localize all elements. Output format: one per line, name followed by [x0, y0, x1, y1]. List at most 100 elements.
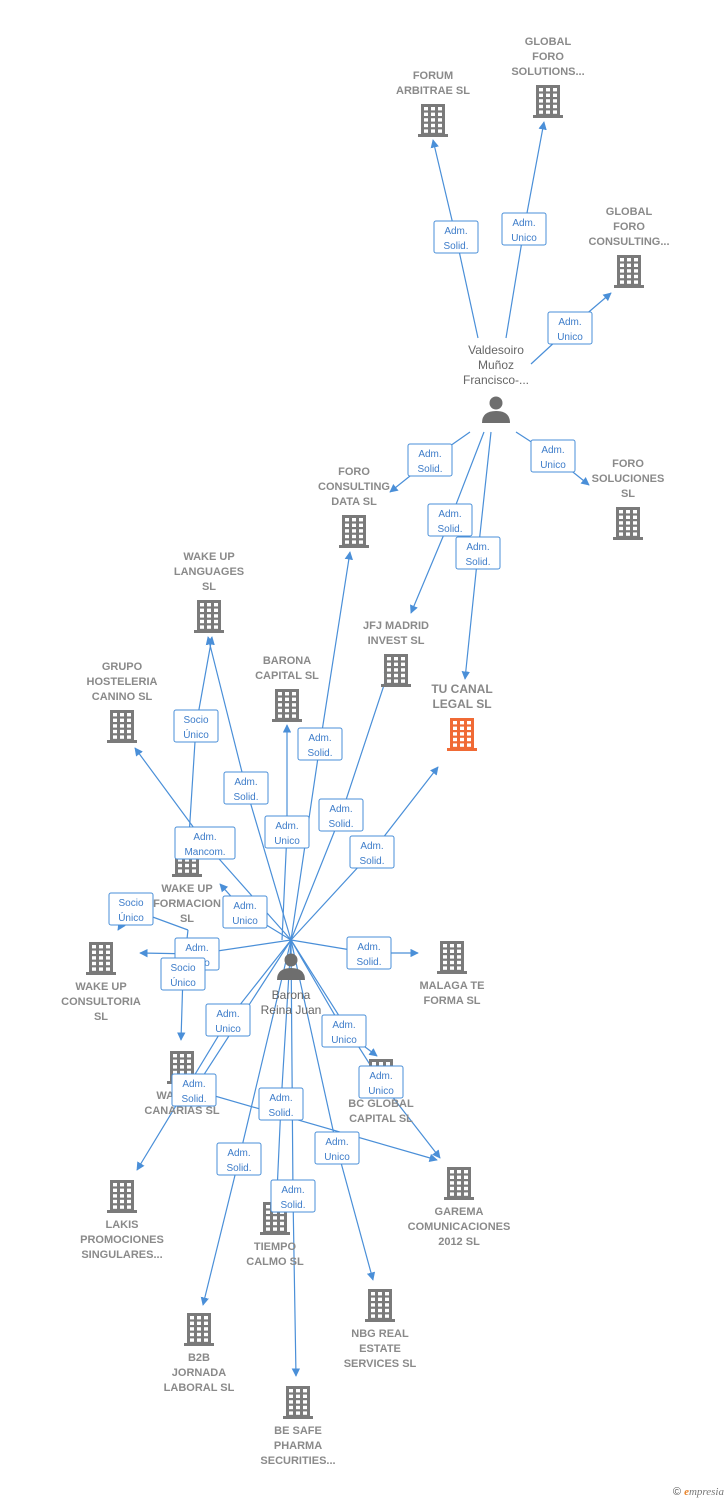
- edge-label-barona-tiempo[interactable]: Adm.Solid.: [258, 1087, 304, 1121]
- edge-label-line: Adm.: [512, 218, 535, 229]
- node-label-line: LAKIS: [106, 1219, 139, 1231]
- building-icon: [381, 654, 411, 687]
- footer-brand: © empresia: [673, 1486, 724, 1498]
- edge-label-box: [171, 1073, 217, 1107]
- edge-label-valdesoiro-tucanal[interactable]: Adm.Solid.: [455, 536, 501, 570]
- edge-label-box: [427, 503, 473, 537]
- edge-label-barona-malaga[interactable]: Adm.Solid.: [346, 936, 392, 970]
- edge-label-valdesoiro-gfs[interactable]: Adm. Unico: [501, 212, 547, 246]
- edge-label-barona-bcg[interactable]: Adm.Unico: [321, 1014, 367, 1048]
- node-label-line: SECURITIES...: [260, 1455, 335, 1467]
- node-label-line: CONSULTORIA: [61, 996, 141, 1008]
- node-label-line: CAPITAL SL: [255, 670, 319, 682]
- edge-label-valdesoiro-fcd[interactable]: Adm. Solid.: [407, 443, 453, 477]
- edge-label-valdesoiro-gfc[interactable]: Adm.Unico: [547, 311, 593, 345]
- node-label-line: CALMO SL: [246, 1256, 304, 1268]
- building-icon: [447, 718, 477, 751]
- node-label-line: Francisco-...: [463, 373, 529, 387]
- node-label-line: FORO: [338, 466, 370, 478]
- node-label-line: GLOBAL: [606, 206, 653, 218]
- edge-label-box: [270, 1179, 316, 1213]
- node-label-line: BC GLOBAL: [348, 1098, 414, 1110]
- edge-label-line: Adm.: [182, 1079, 205, 1090]
- node-label-line: NBG REAL: [351, 1328, 409, 1340]
- edge-label-line: Adm.: [269, 1093, 292, 1104]
- edge-label-barona-garema[interactable]: Adm.Unico: [358, 1065, 404, 1099]
- edge-label-line: Único: [118, 911, 144, 924]
- edge-label-line: Adm.: [325, 1137, 348, 1148]
- edge-label-line: Solid.: [437, 524, 462, 535]
- edge-label-line: Unico: [331, 1035, 357, 1046]
- node-label-line: TU CANAL: [431, 682, 492, 696]
- edge-label-box: [174, 826, 236, 860]
- edge-barona-wucan: [136, 939, 292, 1171]
- edge-label-valdesoiro-jfj[interactable]: Adm. Solid.: [427, 503, 473, 537]
- node-label-line: ESTATE: [359, 1343, 401, 1355]
- edge-label-valdesoiro-forum[interactable]: Adm.Solid.: [433, 220, 479, 254]
- edge-label-line: Solid.: [443, 241, 468, 252]
- edge-label-box: [205, 1003, 251, 1037]
- node-label-line: HOSTELERIA: [87, 676, 158, 688]
- edge-label-barona-wul[interactable]: Adm.Solid.: [223, 771, 269, 805]
- node-label-line: BE SAFE: [274, 1425, 322, 1437]
- node-gfc[interactable]: GLOBALFOROCONSULTING...: [588, 206, 670, 288]
- edge-label-barona-wuf[interactable]: Adm.Unico: [222, 895, 268, 929]
- node-label-line: SOLUCIONES: [592, 473, 665, 485]
- edge-label-line: Solid.: [359, 856, 384, 867]
- edge-label-box: [258, 1087, 304, 1121]
- edge-label-barona-wucan[interactable]: Adm. Unico: [205, 1003, 251, 1037]
- edge-label-box: [358, 1065, 404, 1099]
- node-label-line: Barona: [272, 988, 311, 1002]
- edge-label-line: Unico: [215, 1024, 241, 1035]
- edge-label-barona-b2b[interactable]: Adm.Unico: [314, 1131, 360, 1165]
- node-label-line: FORO: [612, 458, 644, 470]
- edge-label-line: Adm.: [216, 1009, 239, 1020]
- node-gfs[interactable]: GLOBALFOROSOLUTIONS...: [511, 36, 585, 118]
- building-icon: [444, 1167, 474, 1200]
- edge-label-line: Solid.: [417, 464, 442, 475]
- node-label-line: SINGULARES...: [81, 1249, 162, 1261]
- edge-label-barona-jfj[interactable]: Adm.Solid.: [318, 798, 364, 832]
- building-icon: [418, 104, 448, 137]
- brand-logo[interactable]: empresia: [684, 1486, 724, 1498]
- edge-label-barona-barcap[interactable]: Adm.Unico: [264, 815, 310, 849]
- edge-label-valdesoiro-fsol[interactable]: Adm.Unico: [530, 439, 576, 473]
- edge-label-barona-lakis[interactable]: Adm.Solid.: [171, 1073, 217, 1107]
- node-besafe[interactable]: BE SAFEPHARMASECURITIES...: [260, 1386, 336, 1467]
- person-icon: [277, 953, 305, 980]
- node-valdesoiro[interactable]: ValdesoiroMuñozFrancisco-...: [463, 343, 529, 423]
- edge-label-line: Adm.: [418, 449, 441, 460]
- node-label-line: WAKE UP: [183, 551, 234, 563]
- edge-label-barona-tucanal[interactable]: Adm.Solid.: [349, 835, 395, 869]
- edge-label-line: Socio: [183, 715, 208, 726]
- edges-layer: [117, 121, 612, 1377]
- edge-label-barona-nbg[interactable]: Adm.Solid.: [216, 1142, 262, 1176]
- edge-label-barona-besafe[interactable]: Adm.Solid.: [270, 1179, 316, 1213]
- brand-initial: e: [684, 1486, 689, 1498]
- node-lakis[interactable]: LAKISPROMOCIONESSINGULARES...: [80, 1180, 164, 1261]
- edge-label-line: Adm.: [438, 509, 461, 520]
- edge-label-barona-fcd[interactable]: Adm.Solid.: [297, 727, 343, 761]
- edge-label-line: Unico: [511, 233, 537, 244]
- node-label-line: MALAGA TE: [420, 980, 485, 992]
- edge-label-barona-grupo[interactable]: Adm.Mancom.: [174, 826, 236, 860]
- node-label-line: SL: [94, 1011, 108, 1023]
